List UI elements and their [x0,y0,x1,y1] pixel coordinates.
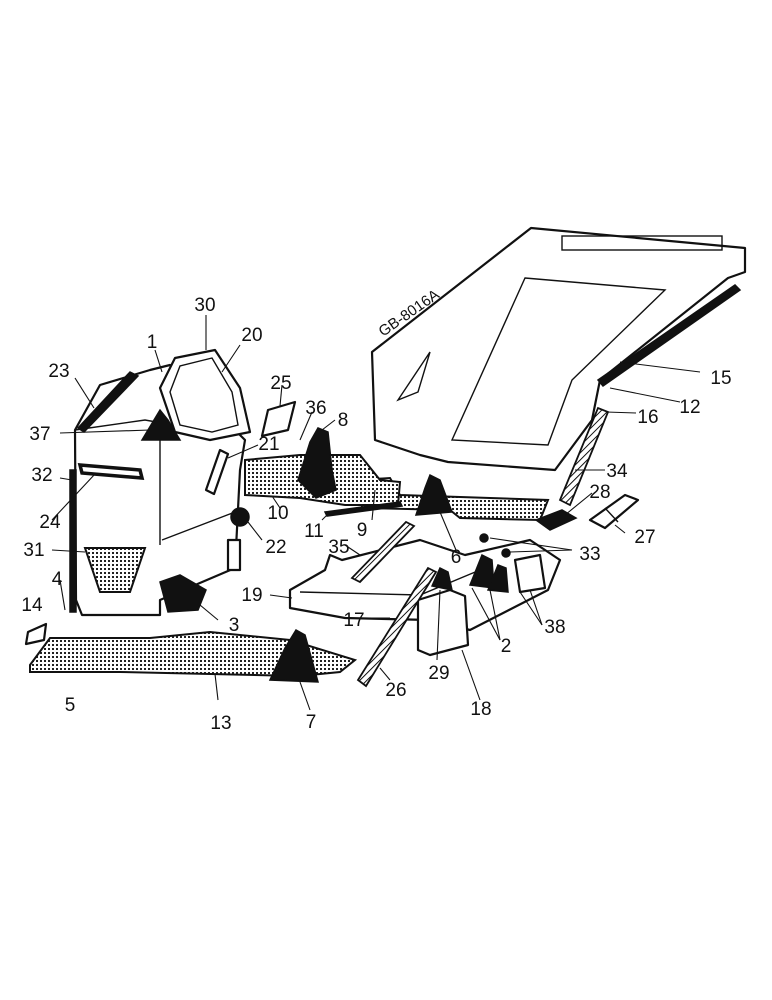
callout-10: 10 [267,503,288,524]
cover-plate [260,400,297,438]
grip-rib [604,507,619,523]
callout-21: 21 [258,434,279,455]
callout-28: 28 [589,482,610,503]
lower-boot [159,574,207,613]
callout-6: 6 [451,547,462,568]
floor-grille [356,566,438,688]
callout-30: 30 [194,295,215,316]
storage-box [416,588,470,657]
callout-38: 38 [544,617,565,638]
callout-23: 23 [48,361,69,382]
callout-14: 14 [21,595,43,616]
callout-29: 29 [428,663,449,684]
callout-15: 15 [710,368,731,389]
callout-35: 35 [328,537,349,558]
grab-handle [77,463,145,480]
callout-5: 5 [65,695,76,716]
callout-31: 31 [23,540,44,561]
small-plate [24,622,48,646]
panel-cutout [83,547,147,593]
front-floor-mat [29,630,358,678]
leader-lines [51,315,701,711]
linkage-rod [323,501,404,517]
callout-26: 26 [385,680,406,701]
callout-27: 27 [634,527,655,548]
instrument-hood [158,348,252,442]
bracket [513,553,547,594]
gear-lever-boot [297,427,337,499]
callout-25: 25 [270,373,291,394]
callout-3: 3 [229,615,240,636]
callout-12: 12 [679,397,700,418]
pedal-boot [268,628,319,683]
side-handle [204,448,230,496]
callout-4: 4 [52,569,63,590]
roof-seal-strip [596,284,742,388]
callout-36: 36 [305,398,326,419]
callout-22: 22 [265,537,286,558]
callout-labels: 1 2 3 4 5 6 7 8 9 10 11 12 13 14 15 16 1… [21,295,731,734]
callout-33: 33 [579,544,600,565]
edge-trim [76,371,140,433]
callout-7: 7 [306,712,317,733]
callout-17: 17 [343,610,364,631]
tunnel-grille [350,520,416,584]
gear-lever-boot-rear [414,473,454,516]
callout-32: 32 [31,465,52,486]
grip [588,493,640,530]
small-boot-right [468,553,495,589]
callout-11: 11 [304,521,324,542]
callout-9: 9 [357,520,368,541]
callout-34: 34 [606,461,628,482]
stud-upper [479,533,489,543]
stud-lower [501,548,511,558]
callout-16: 16 [637,407,658,428]
callout-2: 2 [501,636,512,657]
callout-19: 19 [241,585,262,606]
callout-37: 37 [29,424,50,445]
plug [230,507,250,527]
small-boot-right-2 [486,564,509,593]
side-trim [69,469,77,613]
callout-20: 20 [241,325,262,346]
callout-24: 24 [39,512,61,533]
step-plate [534,509,578,531]
roof-panel [370,226,747,472]
callout-1: 1 [147,332,158,353]
callout-8: 8 [338,410,349,431]
callout-13: 13 [210,713,231,734]
callout-18: 18 [470,699,491,720]
column-boot [140,408,182,441]
small-boot-left [430,566,453,591]
